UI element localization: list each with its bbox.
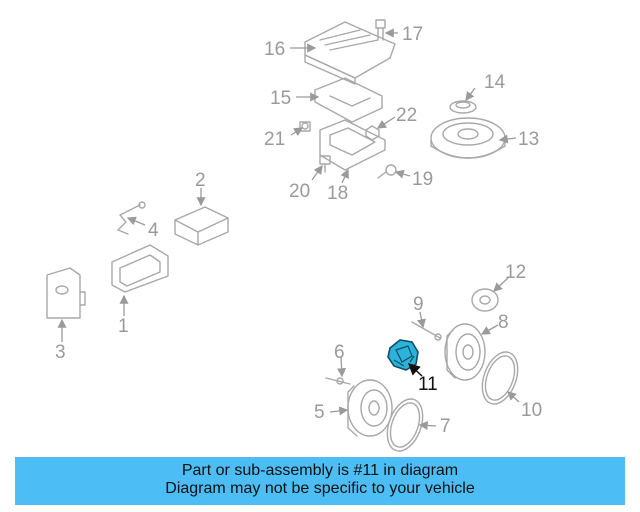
part-3-box [46, 267, 86, 319]
callout-5: 5 [314, 402, 325, 423]
part-20-bolt [319, 155, 331, 173]
parts-diagram: 16 17 15 14 13 21 22 18 19 20 2 4 1 3 12… [46, 19, 542, 452]
part-6-pin [325, 377, 351, 385]
banner-line-1: Part or sub-assembly is #11 in diagram [181, 462, 459, 479]
part-14-ring [449, 100, 477, 114]
callout-10: 10 [521, 400, 542, 421]
part-19-screw [377, 164, 397, 179]
part-18-frame [319, 119, 386, 171]
callout-3: 3 [55, 342, 66, 363]
part-10-ring [481, 351, 519, 405]
part-17-screw [375, 19, 386, 41]
callout-14: 14 [484, 72, 506, 93]
callout-18: 18 [327, 183, 348, 204]
callout-7: 7 [440, 416, 451, 437]
part-1-unit [111, 244, 169, 293]
part-5-speaker [347, 379, 393, 437]
callout-labels: 16 17 15 14 13 21 22 18 19 20 2 4 1 3 12… [55, 24, 542, 437]
part-15-bracket [314, 77, 383, 123]
leader-lines [57, 28, 520, 431]
callout-1: 1 [118, 316, 129, 337]
part-12-motor [471, 288, 499, 312]
part-11-highlighted [387, 339, 419, 371]
part-13-disc [430, 117, 506, 159]
callout-20: 20 [289, 181, 310, 202]
banner-line-2: Diagram may not be specific to your vehi… [165, 480, 475, 497]
callout-21: 21 [264, 129, 285, 150]
part-2-module [174, 206, 229, 246]
callout-8: 8 [498, 312, 509, 333]
callout-16: 16 [264, 39, 285, 60]
part-7-ring [386, 398, 424, 452]
callout-15: 15 [270, 88, 291, 109]
info-banner: Part or sub-assembly is #11 in diagram D… [15, 457, 625, 505]
part-8-speaker [444, 323, 486, 381]
part-9-pin [411, 321, 442, 341]
callout-19: 19 [412, 169, 433, 190]
callout-9: 9 [413, 294, 424, 315]
part-16-cover [304, 21, 396, 85]
part-22-nut [365, 125, 380, 141]
callout-17: 17 [402, 24, 423, 45]
callout-2: 2 [195, 170, 206, 191]
callout-6: 6 [334, 342, 345, 363]
callout-11-highlighted: 11 [418, 374, 438, 395]
callout-12: 12 [505, 262, 526, 283]
callout-13: 13 [518, 129, 539, 150]
part-4-cable [117, 201, 146, 235]
part-21-clip [299, 121, 311, 132]
callout-22: 22 [396, 105, 417, 126]
callout-4: 4 [148, 220, 159, 241]
